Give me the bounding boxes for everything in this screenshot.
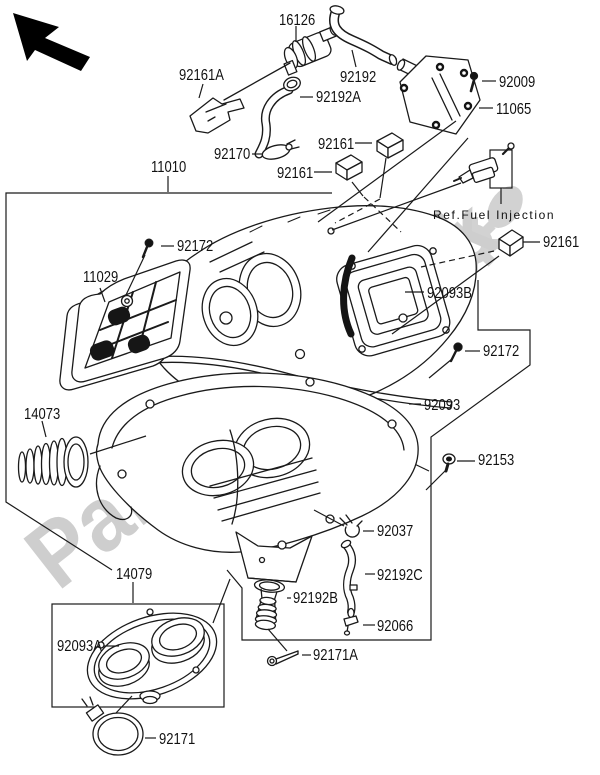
part-bracket-11065 (399, 55, 481, 135)
part-plug-92192B (253, 579, 286, 631)
part-seal-92093A (86, 608, 218, 705)
part-bolt-92153 (442, 453, 456, 473)
part-pin-92171A (266, 650, 299, 667)
part-ref-fuel-injector (453, 142, 515, 184)
part-clamp-92037 (339, 514, 363, 538)
part-filter-11029 (59, 259, 191, 391)
part-hose-92192A (254, 76, 301, 159)
part-foam-92161-b (335, 154, 363, 181)
orientation-arrow-icon (13, 13, 90, 71)
part-duct-14073 (17, 436, 89, 488)
part-hose-92192 (329, 5, 419, 77)
part-screw-92172-b (449, 342, 463, 363)
part-valve-16126 (283, 24, 339, 76)
part-screw-92009 (469, 71, 479, 93)
part-foam-92161-c (498, 229, 524, 257)
part-foam-92161-a (376, 132, 404, 159)
part-clip-92066 (343, 615, 359, 636)
part-clamp-92171 (81, 696, 144, 756)
part-damper-92161A (189, 62, 291, 134)
part-screw-92172-a (141, 238, 154, 259)
leader-lines (41, 26, 540, 739)
part-hose-92192C (340, 539, 358, 619)
subassembly-box-14079 (51, 603, 225, 708)
part-clamp-92170 (261, 139, 300, 160)
part-housing-tray (95, 372, 419, 583)
